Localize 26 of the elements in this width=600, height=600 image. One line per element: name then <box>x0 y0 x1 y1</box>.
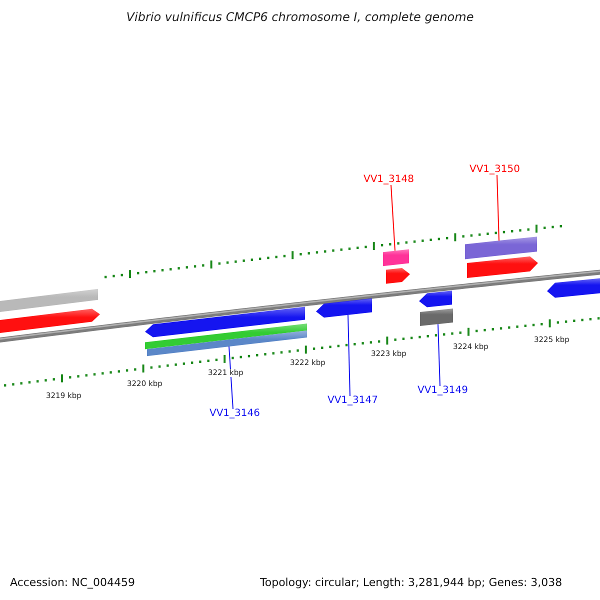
leader-line <box>390 184 396 252</box>
leader-line <box>228 346 234 410</box>
gene-bar <box>420 308 453 326</box>
gene-bar <box>147 330 307 356</box>
gene-feature <box>467 256 538 278</box>
gene-feature <box>145 306 305 338</box>
gene-label: VV1_3146 <box>210 409 260 419</box>
gene-label: VV1_3149 <box>418 386 468 396</box>
footer-text: Topology: circular; Length: 3,281,944 bp; Genes: 3,038 <box>260 577 562 588</box>
leader-line <box>438 324 440 386</box>
gene-bar <box>383 249 409 266</box>
leader-line <box>348 314 350 396</box>
footer-text: Accession: NC_004459 <box>10 577 136 588</box>
gene-bar <box>145 324 307 350</box>
title: Vibrio vulnificus CMCP6 chromosome I, complete genome <box>125 11 475 23</box>
gene-feature <box>419 290 452 308</box>
gene-bar <box>0 288 98 313</box>
gene-feature <box>0 308 100 334</box>
gene-bar <box>465 236 537 260</box>
gene-feature <box>386 268 410 284</box>
gene-feature <box>547 278 600 298</box>
gene-label: VV1_3148 <box>364 175 414 185</box>
gene-label: VV1_3150 <box>470 165 520 175</box>
gene-feature <box>316 298 372 318</box>
gene-label: VV1_3147 <box>328 396 378 406</box>
leader-line <box>496 174 500 242</box>
